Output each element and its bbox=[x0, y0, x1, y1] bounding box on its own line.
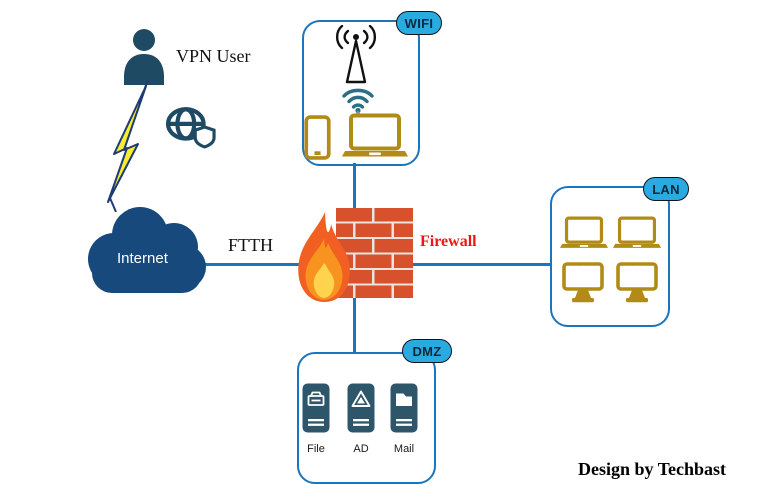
laptop-icon bbox=[342, 113, 408, 157]
flame-icon bbox=[298, 212, 350, 302]
dmz-zone-badge: DMZ bbox=[402, 339, 452, 363]
laptop-icon bbox=[560, 216, 608, 248]
ftth-label: FTTH bbox=[228, 235, 273, 255]
file-server-icon bbox=[302, 383, 330, 433]
monitor-icon bbox=[616, 262, 658, 303]
monitor-icon bbox=[562, 262, 604, 303]
design-credit: Design by Techbast bbox=[578, 459, 727, 479]
ad-server-icon bbox=[347, 383, 375, 433]
globe-shield-icon bbox=[165, 107, 216, 149]
smartphone-icon bbox=[304, 115, 331, 160]
laptop-icon bbox=[613, 216, 661, 248]
wifi-zone-box bbox=[302, 20, 420, 166]
antenna-icon bbox=[335, 25, 377, 84]
wifi-zone-badge: WIFI bbox=[396, 11, 442, 35]
internet-label: Internet bbox=[117, 250, 168, 267]
file-server-label: File bbox=[307, 443, 325, 455]
lan-zone-box bbox=[550, 186, 670, 327]
dmz-zone-box bbox=[297, 352, 436, 484]
link-cloud-to-firewall bbox=[200, 263, 340, 266]
lightning-bolt-icon bbox=[107, 80, 149, 212]
internet-cloud bbox=[88, 207, 206, 293]
vpn-user-icon bbox=[124, 29, 164, 85]
link-firewall-to-dmz bbox=[353, 296, 356, 353]
link-firewall-to-lan bbox=[410, 263, 552, 266]
lan-zone-badge: LAN bbox=[643, 177, 689, 201]
vpn-user-label: VPN User bbox=[176, 46, 251, 66]
mail-server-icon bbox=[390, 383, 418, 433]
ad-server-label: AD bbox=[353, 443, 369, 455]
mail-server-label: Mail bbox=[393, 443, 415, 455]
link-firewall-to-wifi bbox=[353, 163, 356, 211]
firewall-label: Firewall bbox=[420, 233, 477, 250]
